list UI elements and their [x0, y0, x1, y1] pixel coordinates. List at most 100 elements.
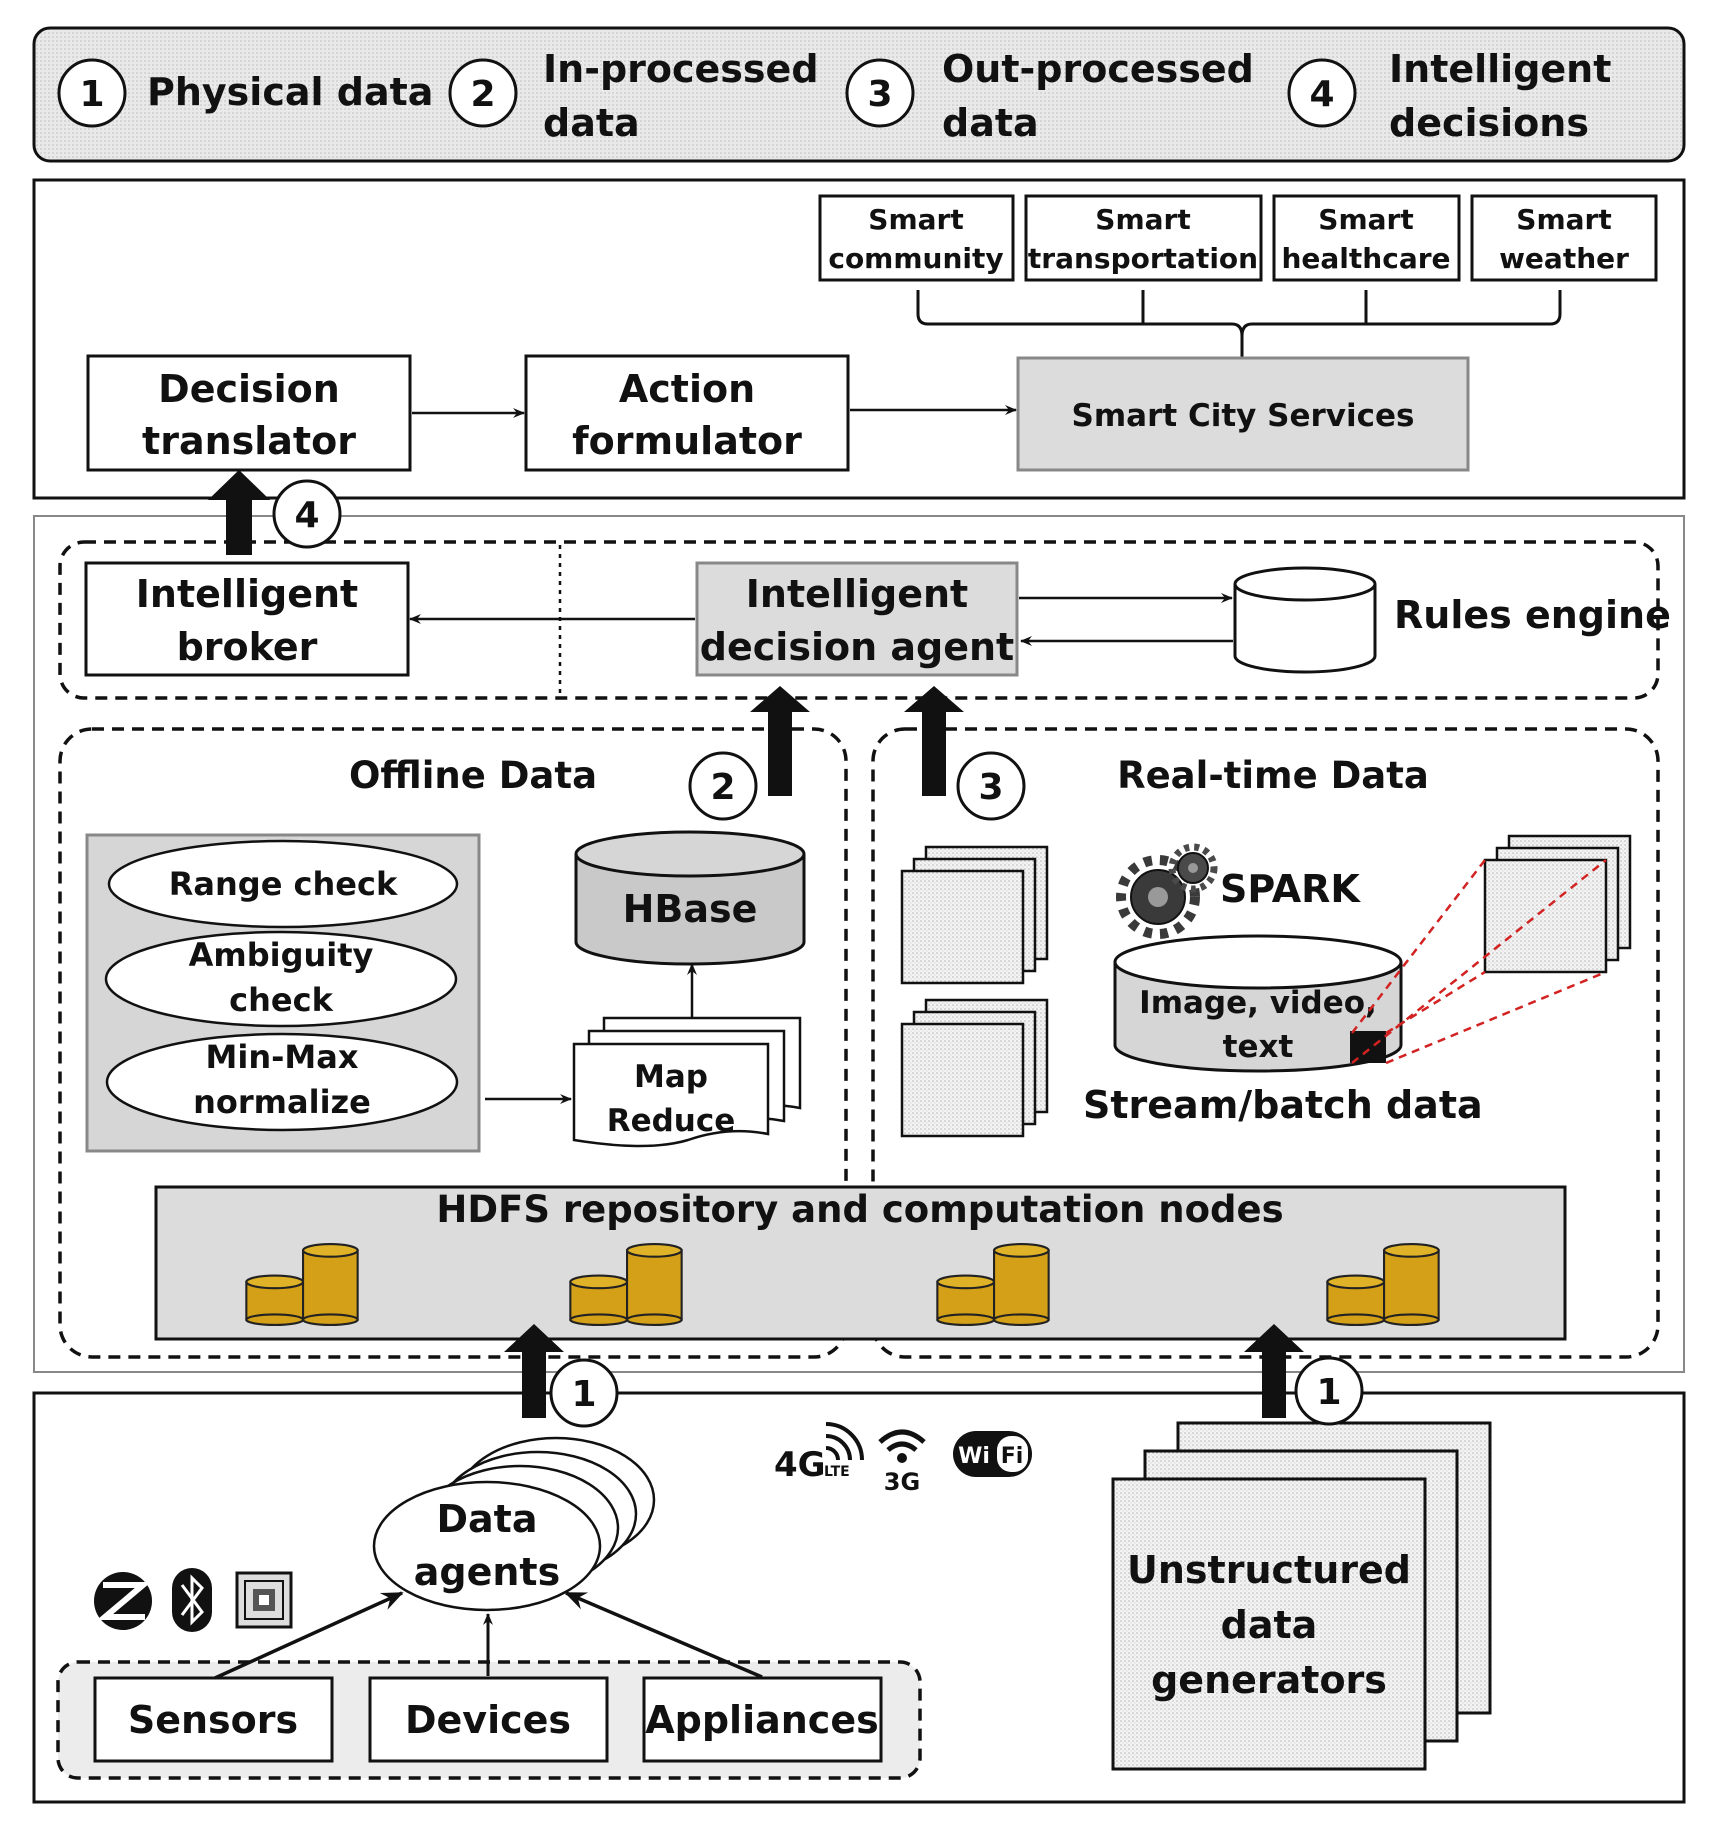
svg-text:Data: Data	[437, 1497, 538, 1541]
marker-2: 2	[688, 751, 758, 821]
preprocessing-checks: Range check Ambiguity check Min-Max norm…	[85, 833, 481, 1153]
devices-box: Devices	[368, 1676, 609, 1763]
service-smart-transportation: Smart transportation	[1024, 194, 1263, 282]
marker-circle	[448, 58, 518, 128]
mapreduce-docs: Map Reduce	[572, 1016, 802, 1148]
smart-city-services-box: Smart City Services	[1016, 356, 1470, 472]
legend-label: data	[942, 101, 1039, 145]
rules-engine-label: Rules engine	[1394, 593, 1671, 637]
physical-panel: Data agents 4G LTE 3G Wi Fi	[32, 1391, 1686, 1804]
min-max-normalize: Min-Max normalize	[105, 1032, 459, 1132]
svg-text:community: community	[828, 242, 1003, 275]
flow-arrow-4	[208, 470, 270, 555]
svg-text:Action: Action	[619, 367, 755, 411]
svg-text:data: data	[1221, 1603, 1318, 1647]
marker-circle	[1287, 58, 1357, 128]
svg-text:Range check: Range check	[169, 865, 398, 903]
service-smart-weather: Smart weather	[1470, 194, 1658, 282]
zoom-doc-stack	[1483, 834, 1632, 974]
legend-label: Intelligent	[1389, 47, 1611, 91]
svg-text:generators: generators	[1151, 1658, 1387, 1702]
svg-text:Ambiguity: Ambiguity	[189, 936, 374, 974]
svg-text:Unstructured: Unstructured	[1127, 1548, 1411, 1592]
svg-text:Intelligent: Intelligent	[746, 572, 968, 616]
legend-number: 4	[1309, 74, 1334, 115]
legend-number: 2	[470, 74, 495, 115]
intelligent-broker-box: Intelligent broker	[84, 561, 410, 677]
svg-text:Fi: Fi	[1001, 1444, 1024, 1469]
legend-label: In-processed	[543, 47, 819, 91]
legend-item-in-processed: 2 In-processed data	[448, 47, 819, 145]
svg-text:Map: Map	[634, 1059, 708, 1095]
gears-icon	[1116, 843, 1218, 939]
svg-text:broker: broker	[177, 625, 318, 669]
svg-text:Smart: Smart	[868, 203, 963, 236]
svg-text:Smart City Services: Smart City Services	[1072, 398, 1415, 434]
range-check: Range check	[107, 839, 459, 929]
action-formulator-box: Action formulator	[524, 354, 850, 472]
offline-data-title: Offline Data	[349, 754, 597, 797]
marker-circle	[57, 58, 127, 128]
zoom-lines	[1351, 859, 1607, 1065]
unstructured-data-generators: Unstructured data generators	[1111, 1421, 1492, 1771]
marker-3: 3	[956, 751, 1026, 821]
hdfs-repository: HDFS repository and computation nodes	[154, 1185, 1567, 1341]
flow-arrow-2	[750, 686, 810, 796]
svg-text:formulator: formulator	[572, 419, 802, 463]
legend-label: data	[543, 101, 640, 145]
legend-number: 1	[79, 74, 104, 115]
services-panel: Smart community Smart transportation Sma…	[32, 178, 1686, 500]
marker-4: 4	[272, 479, 342, 549]
bluetooth-icon	[172, 1568, 212, 1632]
realtime-doc-stack-bottom	[900, 998, 1049, 1138]
marker-circle	[845, 58, 915, 128]
flow-arrow-1-right	[1244, 1324, 1304, 1418]
arrow-appliances-to-agents	[564, 1591, 763, 1679]
services-brace	[916, 290, 1562, 358]
legend-item-out-processed: 3 Out-processed data	[845, 47, 1254, 145]
3g-icon: 3G	[878, 1429, 926, 1496]
service-smart-healthcare: Smart healthcare	[1272, 194, 1461, 282]
media-store: Image, video, text	[1113, 934, 1403, 1073]
svg-text:1: 1	[1316, 1372, 1341, 1413]
legend-number: 3	[867, 74, 892, 115]
svg-text:4: 4	[294, 495, 319, 536]
spark-label: SPARK	[1220, 867, 1361, 911]
hbase-label: HBase	[623, 887, 758, 931]
svg-text:agents: agents	[414, 1550, 560, 1594]
svg-text:check: check	[229, 981, 333, 1019]
svg-text:LTE: LTE	[824, 1464, 850, 1480]
appliances-box: Appliances	[642, 1676, 883, 1763]
svg-text:Smart: Smart	[1516, 203, 1611, 236]
flow-arrow-1-left	[504, 1324, 564, 1418]
hbase-store: HBase	[574, 830, 806, 966]
svg-text:3: 3	[978, 767, 1003, 808]
svg-text:Min-Max: Min-Max	[206, 1038, 359, 1076]
wifi-icon: Wi Fi	[953, 1431, 1032, 1477]
svg-text:Decision: Decision	[158, 367, 340, 411]
svg-text:Wi: Wi	[958, 1444, 990, 1469]
svg-text:Smart: Smart	[1318, 203, 1413, 236]
svg-text:Devices: Devices	[405, 1698, 571, 1742]
data-agents: Data agents	[372, 1436, 656, 1612]
svg-text:decision agent: decision agent	[700, 625, 1014, 669]
svg-text:weather: weather	[1499, 242, 1629, 275]
legend-bar: 1 Physical data 2 In-processed data 3 Ou…	[32, 26, 1686, 163]
legend-item-physical: 1 Physical data	[57, 58, 433, 128]
device-protocol-icons	[94, 1568, 293, 1632]
svg-text:1: 1	[571, 1374, 596, 1415]
svg-text:Image, video,: Image, video,	[1139, 985, 1377, 1021]
svg-text:4G: 4G	[774, 1445, 826, 1485]
network-icons: 4G LTE 3G Wi Fi	[774, 1422, 1032, 1496]
sensors-box: Sensors	[93, 1676, 334, 1763]
stream-batch-label: Stream/batch data	[1083, 1083, 1483, 1127]
svg-text:Intelligent: Intelligent	[136, 572, 358, 616]
svg-text:normalize: normalize	[193, 1083, 371, 1121]
legend-label: Physical data	[147, 70, 433, 114]
intelligent-decision-agent-box: Intelligent decision agent	[695, 561, 1019, 677]
svg-text:3G: 3G	[884, 1468, 920, 1496]
rfid-chip-icon	[235, 1571, 293, 1629]
legend-item-intelligent-decisions: 4 Intelligent decisions	[1287, 47, 1611, 145]
hdfs-label: HDFS repository and computation nodes	[436, 1188, 1283, 1231]
